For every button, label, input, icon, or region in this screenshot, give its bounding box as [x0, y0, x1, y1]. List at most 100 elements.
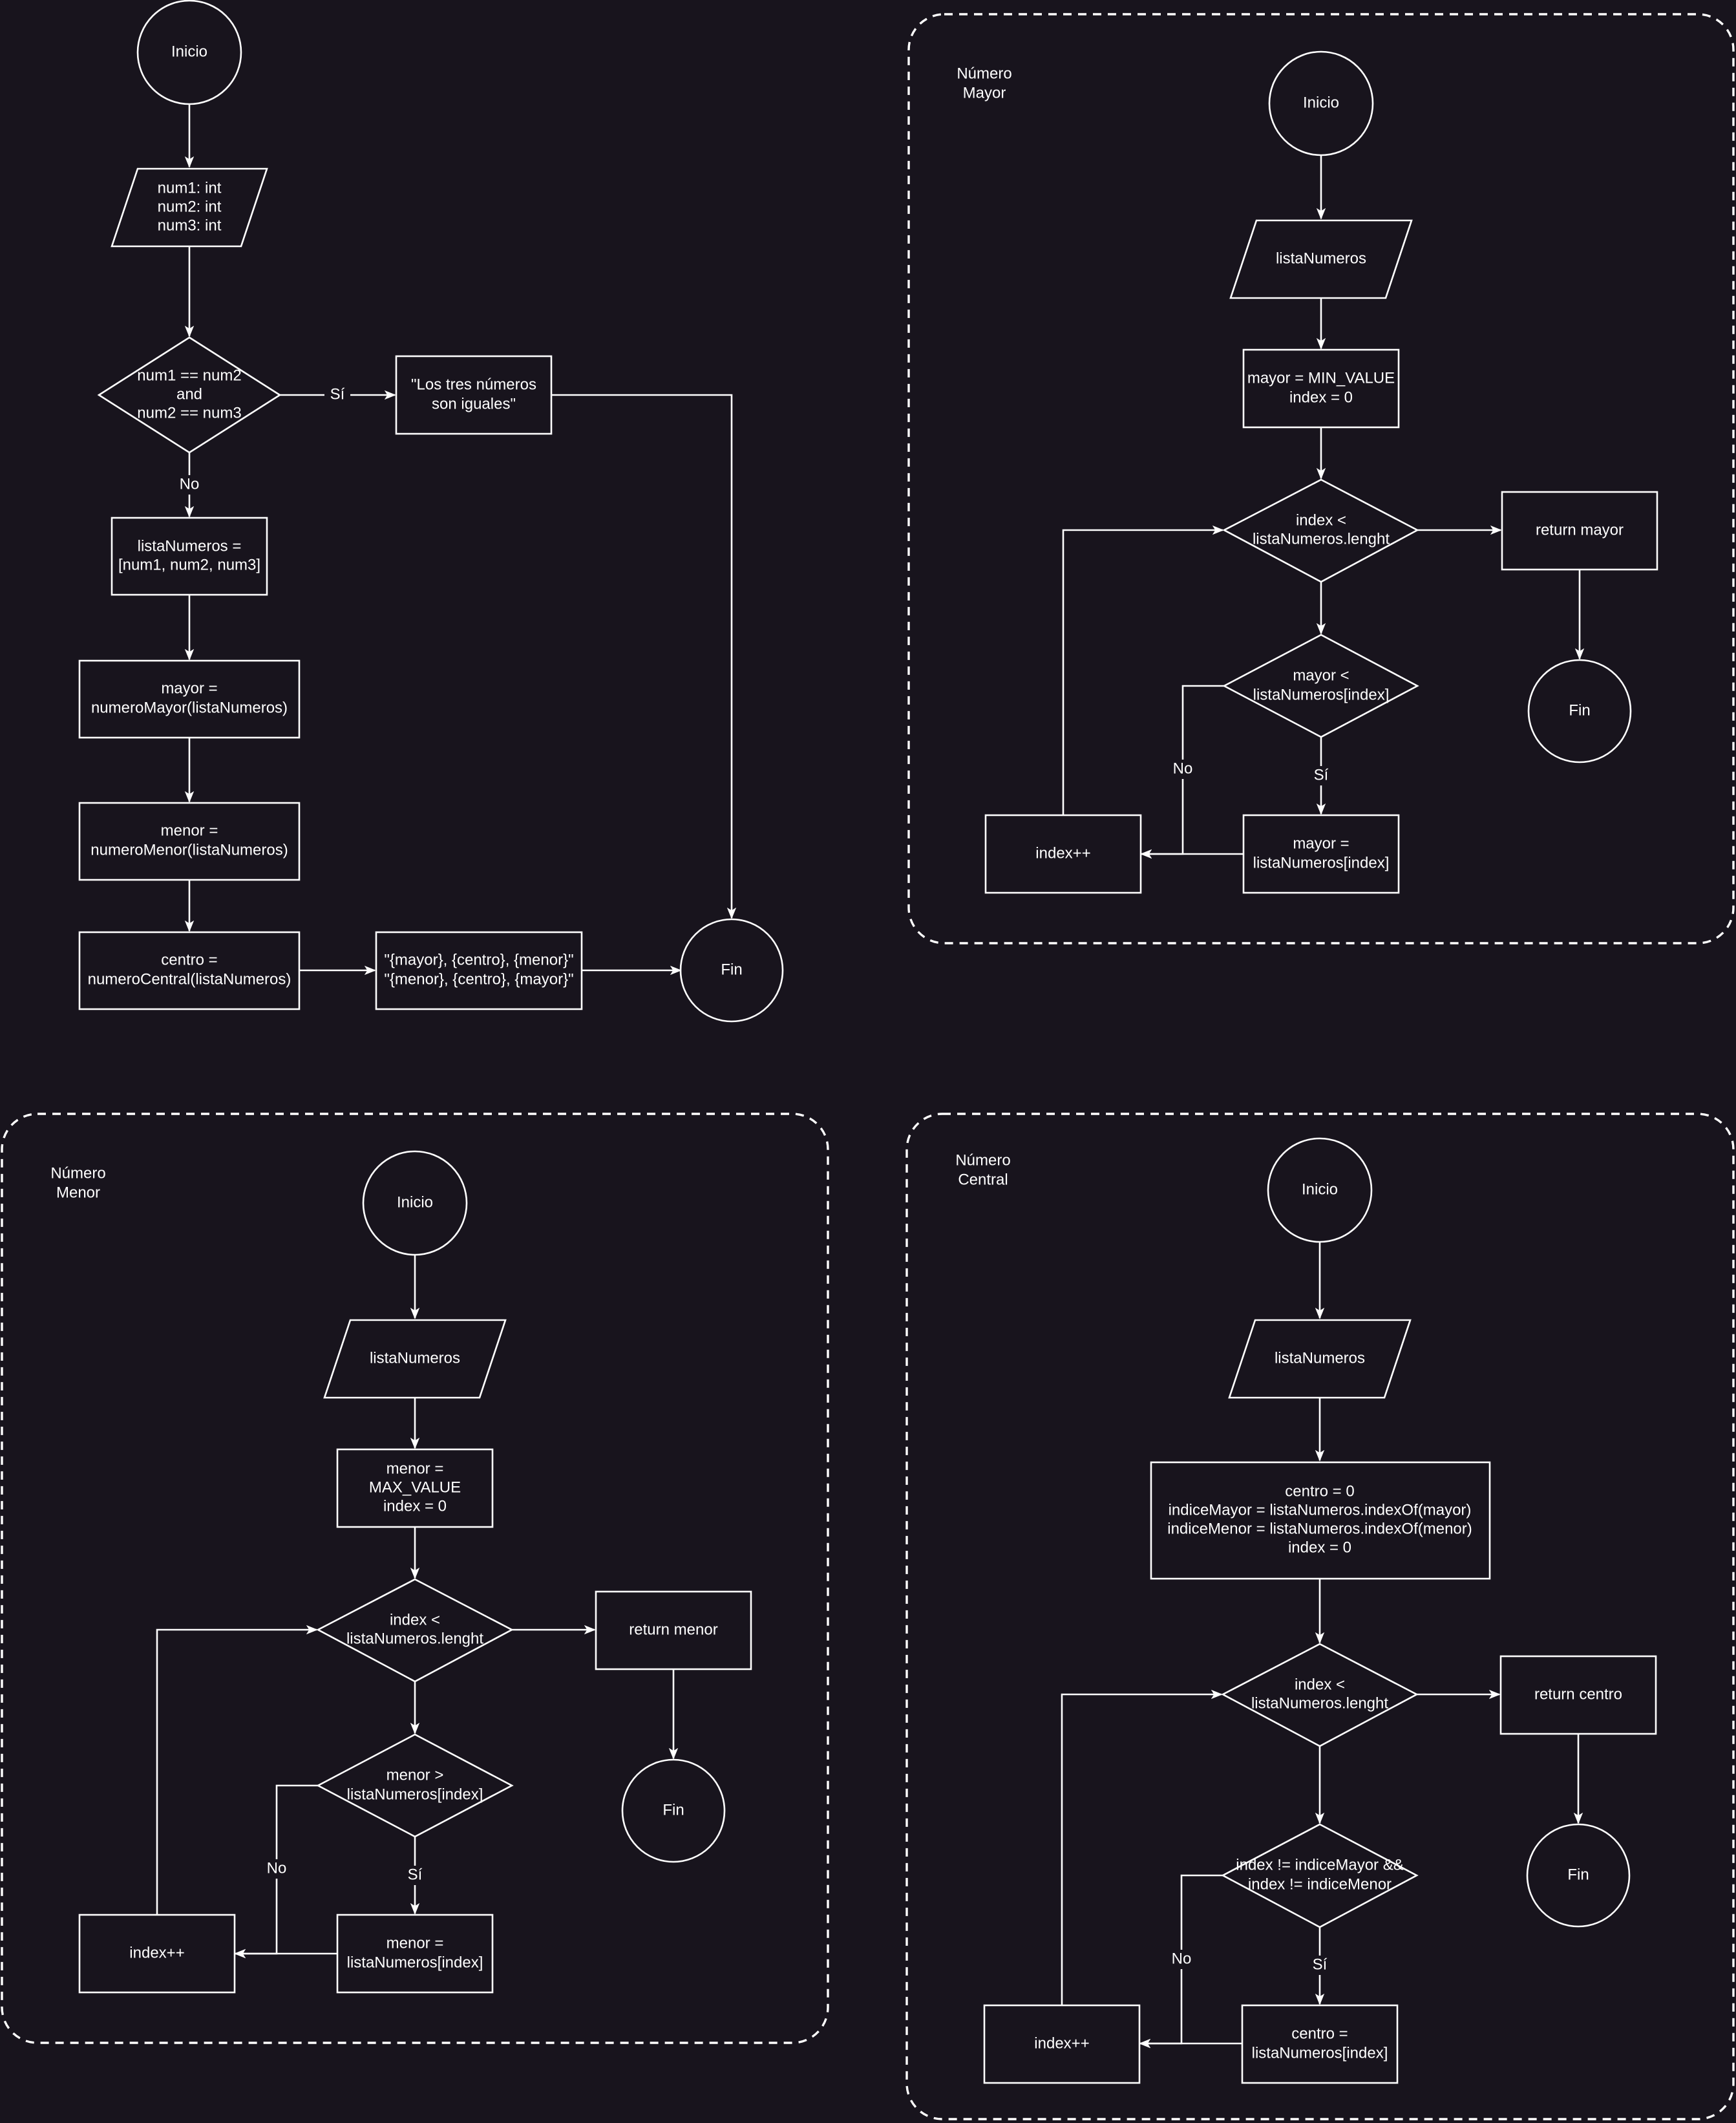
mayor-assign-line-1: mayor = [161, 679, 217, 697]
mayor-edge-label-no: No [1173, 760, 1193, 777]
central-init-line-4: index = 0 [1288, 1539, 1351, 1556]
mayor-edge-label-yes: Sí [1314, 766, 1329, 784]
menor-end-node [621, 1758, 726, 1863]
central-compare-decision [1221, 1823, 1419, 1928]
menor-compare-line-1: menor > [386, 1766, 444, 1784]
input-line-2: num2: int [158, 198, 222, 215]
numero-central-boundary [905, 1113, 1735, 2120]
mayor-loop-line-1: index < [1296, 511, 1346, 529]
numero-menor-title-line-1: Número [50, 1164, 105, 1182]
mayor-compare-line-2: listaNumeros[index] [1253, 686, 1390, 703]
central-end-node [1526, 1823, 1631, 1928]
mayor-init-line-1: mayor = MIN_VALUE [1247, 369, 1395, 387]
mayor-increment-node [984, 814, 1142, 894]
menor-loop-decision [316, 1578, 514, 1683]
central-return-label: return centro [1534, 1685, 1622, 1703]
numero-mayor-title-line-2: Mayor [963, 84, 1006, 101]
menor-return-node [595, 1590, 752, 1670]
menor-edge-increment-to-loop [156, 1625, 318, 1915]
central-assign-line-2: listaNumeros[index] [1252, 2044, 1388, 2062]
central-init-node [1150, 1461, 1491, 1580]
central-increment-label: index++ [1034, 2034, 1089, 2052]
condition-line-3: num2 == num3 [137, 404, 241, 421]
mayor-start-label: Inicio [1303, 94, 1339, 111]
input-line-3: num3: int [158, 217, 222, 234]
central-end-label: Fin [1567, 1866, 1589, 1883]
output-line-2: "{menor}, {centro}, {mayor}" [384, 970, 573, 988]
menor-init-node [336, 1448, 494, 1528]
menor-increment-label: index++ [129, 1944, 184, 1961]
edge-message-to-end [552, 394, 737, 919]
numero-menor-boundary [1, 1113, 829, 2044]
menor-assign-line-1: menor = [161, 822, 218, 839]
mayor-end-node [1527, 659, 1632, 763]
central-compare-line-2: index != indiceMenor [1248, 1875, 1392, 1893]
mayor-assign-line-2: numeroMayor(listaNumeros) [91, 699, 288, 716]
central-loop-line-2: listaNumeros.lenght [1251, 1694, 1388, 1712]
start-label: Inicio [171, 43, 207, 60]
menor-init-line-1: menor = [386, 1460, 444, 1477]
menor-assign-line-2: listaNumeros[index] [347, 1954, 483, 1971]
menor-loop-line-2: listaNumeros.lenght [346, 1630, 483, 1647]
mayor-end-label: Fin [1569, 701, 1590, 719]
list-assign-node [111, 517, 268, 596]
central-init-line-1: centro = 0 [1285, 1482, 1354, 1500]
mayor-edge-increment-to-loop [1062, 525, 1224, 815]
central-return-node [1499, 1655, 1657, 1735]
condition-line-2: and [176, 385, 202, 403]
central-init-line-3: indiceMenor = listaNumeros.indexOf(menor… [1167, 1520, 1472, 1537]
edge-label-no: No [180, 475, 200, 493]
menor-init-line-3: index = 0 [383, 1497, 447, 1515]
menor-edge-label-no: No [267, 1859, 287, 1877]
central-input-node [1228, 1319, 1412, 1399]
mayor-loop-line-2: listaNumeros.lenght [1253, 530, 1390, 548]
start-node [136, 0, 242, 105]
equal-message-line-1: "Los tres números [411, 376, 536, 393]
central-start-label: Inicio [1302, 1180, 1338, 1198]
menor-compare-line-2: listaNumeros[index] [347, 1786, 483, 1803]
central-edge-increment-to-loop [1061, 1689, 1223, 2005]
menor-increment-node [78, 1914, 236, 1994]
central-edge-label-no: No [1172, 1950, 1192, 1967]
mayor-compare-decision [1222, 634, 1419, 738]
menor-init-line-2: MAX_VALUE [369, 1478, 461, 1496]
mayor-return-node [1501, 491, 1658, 571]
end-node [679, 918, 784, 1023]
central-assign-node [1241, 2004, 1399, 2084]
menor-assign-node-fn [336, 1914, 494, 1994]
input-node [111, 167, 268, 248]
equal-message-line-2: son iguales" [432, 395, 516, 412]
menor-compare-decision [316, 1733, 514, 1838]
mayor-init-node [1242, 348, 1400, 429]
centro-assign-line-1: centro = [161, 951, 217, 968]
numero-mayor-boundary [907, 13, 1735, 944]
menor-start-label: Inicio [397, 1193, 433, 1211]
output-line-1: "{mayor}, {centro}, {menor}" [384, 951, 573, 968]
menor-assign-line-1: menor = [386, 1934, 444, 1952]
menor-return-label: return menor [629, 1621, 717, 1638]
central-loop-line-1: index < [1295, 1676, 1345, 1693]
menor-start-node [362, 1150, 468, 1256]
central-edge-label-yes: Sí [1313, 1956, 1328, 1973]
mayor-loop-decision [1222, 478, 1419, 583]
central-compare-line-1: index != indiceMayor && [1236, 1856, 1403, 1873]
mayor-assign-node-fn [1242, 814, 1400, 894]
equality-decision [97, 336, 282, 454]
numero-central-group: Número Central Sí No Inicio listaNumeros… [905, 1113, 1735, 2120]
numero-central-title-line-1: Número [955, 1151, 1010, 1169]
mayor-input-label: listaNumeros [1276, 250, 1366, 267]
central-init-line-2: indiceMayor = listaNumeros.indexOf(mayor… [1169, 1501, 1472, 1519]
menor-assign-line-2: numeroMenor(listaNumeros) [90, 841, 288, 859]
output-node [375, 931, 583, 1010]
central-start-node [1267, 1137, 1373, 1243]
condition-line-1: num1 == num2 [137, 367, 241, 384]
centro-assign-line-2: numeroCentral(listaNumeros) [88, 970, 291, 988]
numero-menor-title-line-2: Menor [56, 1184, 100, 1201]
mayor-input-node [1229, 219, 1413, 299]
menor-edge-label-yes: Sí [408, 1866, 423, 1883]
numero-menor-group: Número Menor Sí No Inicio listaNumeros m… [1, 1113, 829, 2044]
edge-label-yes: Sí [330, 385, 345, 403]
mayor-init-line-2: index = 0 [1289, 389, 1353, 406]
central-loop-decision [1221, 1643, 1419, 1747]
input-line-1: num1: int [158, 179, 222, 197]
